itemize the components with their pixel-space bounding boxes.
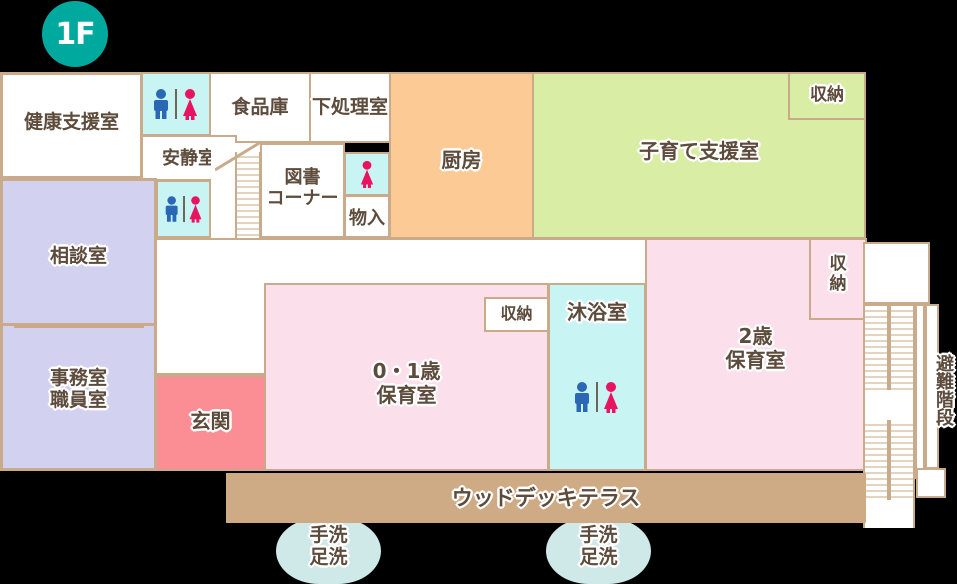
staircase-diagonal-icon [215, 140, 262, 172]
storage-nursery-0-1-label: 収納 [500, 304, 533, 323]
evacuation-stairs-label-wrap: 避難階段 [928, 310, 954, 470]
storage-top-right: 収納 [788, 72, 866, 120]
room-library-corner-label: 図書 コーナー [266, 167, 339, 210]
room-library-corner: 図書 コーナー [260, 143, 345, 238]
evacuation-rail-inner [915, 304, 925, 479]
restroom-pictogram-upper [143, 74, 209, 134]
evacuation-stair-landing-low [865, 500, 913, 528]
room-health-support-label: 健康支援室 [23, 111, 119, 133]
room-consultation-label: 相談室 [49, 245, 107, 267]
room-kitchen: 厨房 [389, 72, 534, 239]
room-office-staff: 事務室 職員室 [0, 326, 157, 471]
room-toilet-small [344, 152, 390, 196]
female-restroom-icon [604, 382, 618, 413]
male-restroom-icon [165, 196, 178, 222]
room-food-storage: 食品庫 [209, 72, 311, 143]
evacuation-stairs-label: 避難階段 [933, 354, 954, 426]
evacuation-stair-landing-mid [865, 390, 913, 420]
pictogram-divider [175, 89, 177, 119]
storage-top-right-label: 収納 [810, 85, 844, 105]
room-toilet-upper [141, 72, 211, 136]
restroom-pictogram-small [346, 154, 388, 194]
pictogram-divider [182, 196, 185, 222]
evacuation-landing [863, 242, 930, 304]
storage-nursery-2: 収納 [809, 238, 867, 320]
closet-monoire-label: 物入 [349, 208, 385, 229]
wash-station-right: 手洗 足洗 [546, 518, 651, 584]
room-prep: 下処理室 [309, 72, 391, 143]
room-bath-label: 沐浴室 [567, 300, 627, 324]
room-toilet-lower [156, 180, 211, 238]
female-restroom-icon [183, 89, 197, 120]
wash-station-left: 手洗 足洗 [276, 518, 381, 584]
floor-badge-label: 1F [55, 16, 95, 52]
room-entrance: 玄関 [155, 375, 266, 471]
restroom-pictogram-bath [550, 377, 644, 417]
female-restroom-icon [189, 196, 201, 223]
room-prep-label: 下処理室 [311, 96, 388, 118]
restroom-pictogram-lower [158, 182, 209, 236]
wood-deck-terrace-overlay [226, 473, 866, 523]
female-restroom-icon [360, 160, 374, 188]
room-nursery-0-1-label: 0・1歳 保育室 [372, 359, 441, 407]
room-bath: 沐浴室 [548, 283, 646, 471]
room-nursery-2-label: 2歳 保育室 [725, 324, 786, 372]
room-office-staff-label: 事務室 職員室 [49, 367, 107, 412]
room-childcare-support-label: 子育て支援室 [639, 139, 759, 163]
room-health-support: 健康支援室 [0, 72, 143, 179]
floor-badge: 1F [42, 1, 108, 67]
room-food-storage-label: 食品庫 [231, 96, 289, 118]
storage-nursery-2-label: 収納 [829, 254, 847, 295]
room-entrance-label: 玄関 [190, 409, 231, 433]
wash-station-left-label: 手洗 足洗 [309, 524, 348, 569]
evacuation-lower-box [916, 468, 946, 498]
pictogram-divider [596, 382, 598, 412]
male-restroom-icon [154, 89, 168, 119]
closet-monoire: 物入 [344, 195, 390, 238]
room-consultation: 相談室 [0, 178, 157, 326]
storage-nursery-0-1: 収納 [484, 297, 549, 332]
room-kitchen-label: 厨房 [441, 148, 482, 172]
divider-consultation-office [14, 325, 144, 328]
wash-station-right-label: 手洗 足洗 [579, 524, 618, 569]
male-restroom-icon [575, 382, 589, 412]
